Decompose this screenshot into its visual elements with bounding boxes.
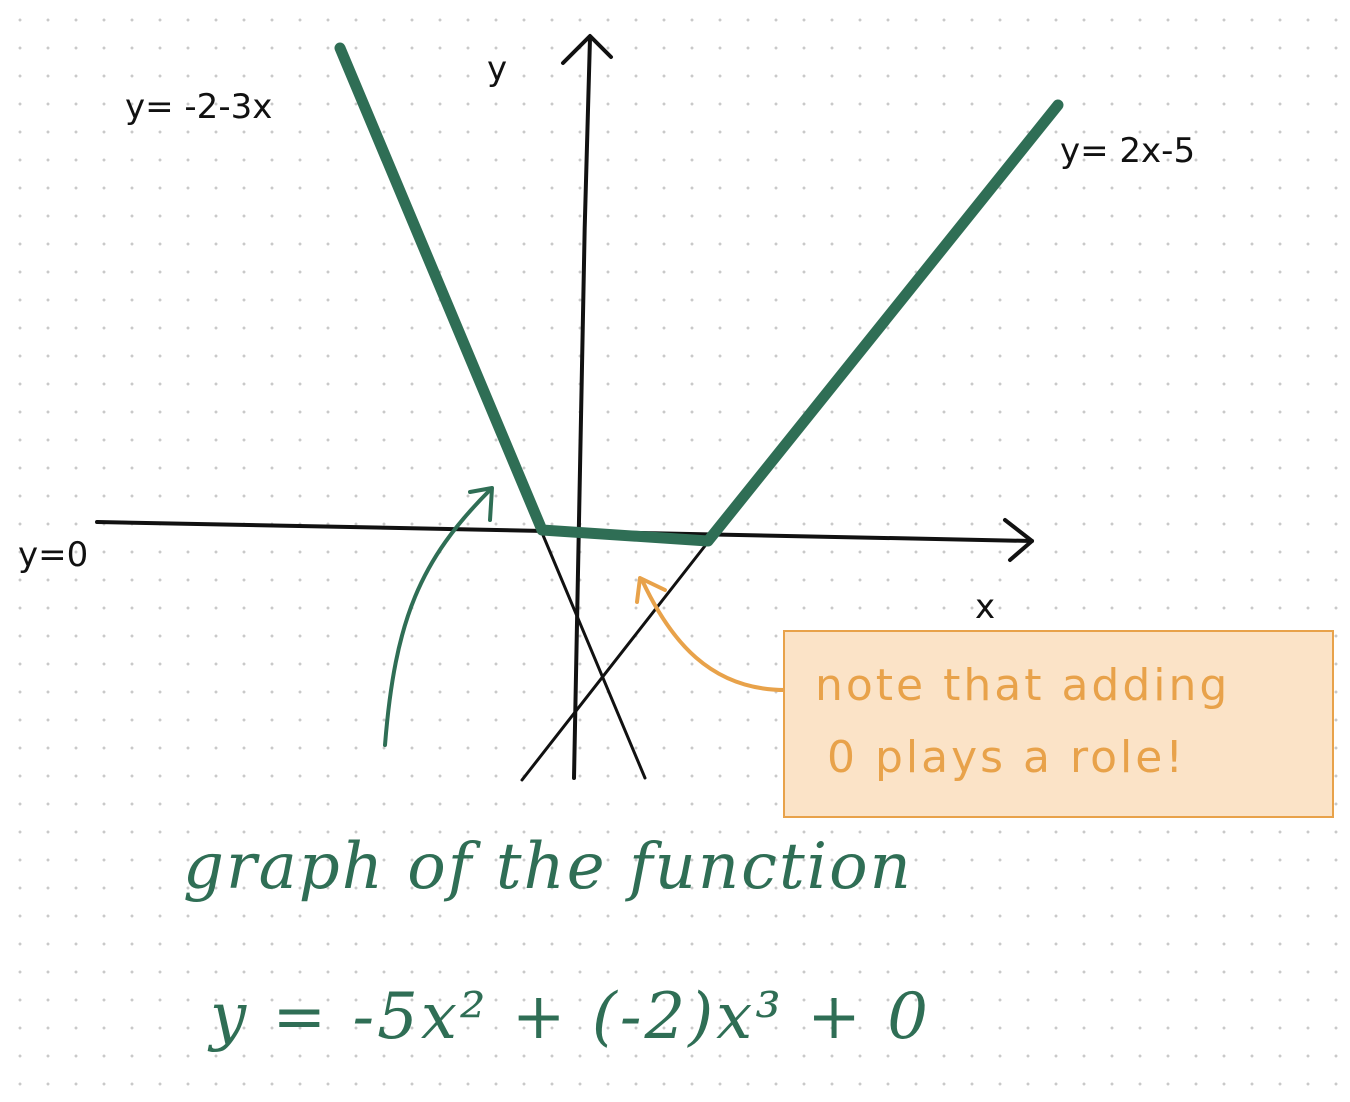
x-axis-arrowhead [1003,518,1034,562]
y-axis-arrowhead [561,34,613,65]
caption-arrow-head [468,486,494,522]
line-left-extension [538,526,647,780]
line-right-extension [520,540,710,782]
label-right-line: y= 2x-5 [1060,131,1195,171]
y-axis [572,36,592,780]
note-box: note that adding 0 plays a role! [783,630,1334,818]
note-arrow [640,578,787,692]
note-line-1: note that adding [815,660,1231,711]
caption-arrow [383,488,492,747]
caption-title: graph of the function [183,830,913,904]
y-axis-label: y [487,49,507,89]
caption-equation: y = -5x² + (-2)x³ + 0 [210,980,931,1054]
x-axis-label: x [975,587,995,627]
label-left-line: y= -2-3x [125,87,272,127]
note-line-2: 0 plays a role! [827,732,1186,783]
label-horizontal-line: y=0 [18,535,88,575]
note-arrow-head [635,576,667,604]
function-graph [334,42,1064,547]
